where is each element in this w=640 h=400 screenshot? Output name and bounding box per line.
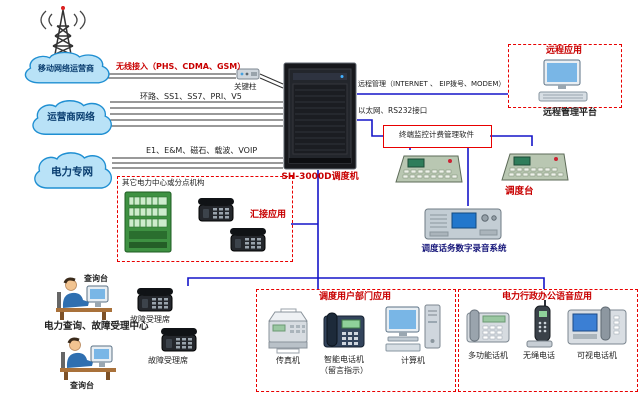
inquiry-operator-icon-2 <box>58 332 118 380</box>
power-lines-label: E1、E&M、磁石、载波、VOIP <box>146 146 258 155</box>
multi-phone-icon <box>464 308 512 348</box>
recording-system-icon <box>424 206 502 242</box>
recording-system-label: 调度话务数字录音系统 <box>421 244 507 254</box>
remote-app-label: 远程应用 <box>545 46 582 56</box>
carrier-cloud-icon <box>26 98 116 140</box>
remote-platform-label: 远程管理平台 <box>542 108 597 118</box>
remote-mgmt-label: 远程管理（INTERNET 、 EIP拨号、MODEM） <box>358 80 506 88</box>
power-cloud-icon <box>28 150 116 194</box>
cordless-phone-label: 无绳电话 <box>523 351 555 360</box>
fax-label: 传真机 <box>276 356 300 365</box>
dispatch-console-label: 调度台 <box>505 186 534 197</box>
tandem-app-label: 汇接应用 <box>250 210 287 220</box>
wireless-gateway-icon <box>236 67 260 81</box>
smart-phone-note: （留言指示） <box>320 366 368 375</box>
dispatch-console-icon-2 <box>498 146 570 184</box>
inquiry-operator-icon-1 <box>54 272 114 320</box>
computer-icon <box>384 303 442 353</box>
power-cloud-label: 电力专网 <box>51 166 93 178</box>
dispatch-console-icon-1 <box>392 148 464 186</box>
user-dept-box <box>256 289 456 392</box>
fault-phone-icon-2 <box>158 326 200 354</box>
video-phone-icon <box>566 304 628 349</box>
rack-label: SH-3000D调度机 <box>281 172 359 182</box>
tandem-phone-icon-1 <box>196 196 236 224</box>
smart-phone-icon <box>320 310 368 352</box>
wireless-device-label: 关键柱 <box>234 82 257 91</box>
fault-phone-icon-1 <box>134 286 176 314</box>
remote-computer-icon <box>532 58 594 104</box>
remote-app-box <box>508 44 622 108</box>
fault-seat-label-1: 故障受理席 <box>130 315 170 324</box>
admin-voice-box <box>458 289 638 392</box>
radio-tower-icon <box>28 6 98 64</box>
terminal-software-box <box>383 125 492 148</box>
sh3000d-rack-icon <box>283 62 357 170</box>
mobile-cloud-label: 移动网络运营商 <box>38 64 94 73</box>
tandem-group-label: 其它电力中心或分点机构 <box>122 178 205 187</box>
pbx-cabinet-icon <box>124 191 172 253</box>
multi-phone-label: 多功能话机 <box>468 351 508 360</box>
tandem-phone-icon-2 <box>228 226 268 254</box>
video-phone-label: 可视电话机 <box>577 351 617 360</box>
user-dept-title: 调度用户部门应用 <box>318 292 391 302</box>
carrier-lines-label: 环路、SS1、SS7、PRI、V5 <box>140 92 242 101</box>
cordless-phone-icon <box>524 299 554 349</box>
wireless-access-label: 无线接入（PHS、CDMA、GSM） <box>116 62 246 71</box>
tandem-box <box>117 176 293 262</box>
mobile-cloud-icon <box>18 50 114 88</box>
terminal-software-label: 终端监控计费管理软件 <box>399 130 474 139</box>
fault-center-title: 电力查询、故障受理中心 <box>44 321 149 332</box>
carrier-cloud-label: 运营商网络 <box>47 112 95 123</box>
fax-icon <box>266 308 310 354</box>
ethernet-label: 以太网、RS232接口 <box>358 106 428 115</box>
fault-seat-label-2: 故障受理席 <box>148 356 188 365</box>
inquiry-desk-label-1: 查询台 <box>84 274 108 283</box>
computer-label: 计算机 <box>401 356 425 365</box>
admin-voice-title: 电力行政办公语音应用 <box>501 292 592 302</box>
inquiry-desk-label-2: 查询台 <box>70 381 94 390</box>
smart-phone-label: 智能电话机 <box>324 355 364 364</box>
